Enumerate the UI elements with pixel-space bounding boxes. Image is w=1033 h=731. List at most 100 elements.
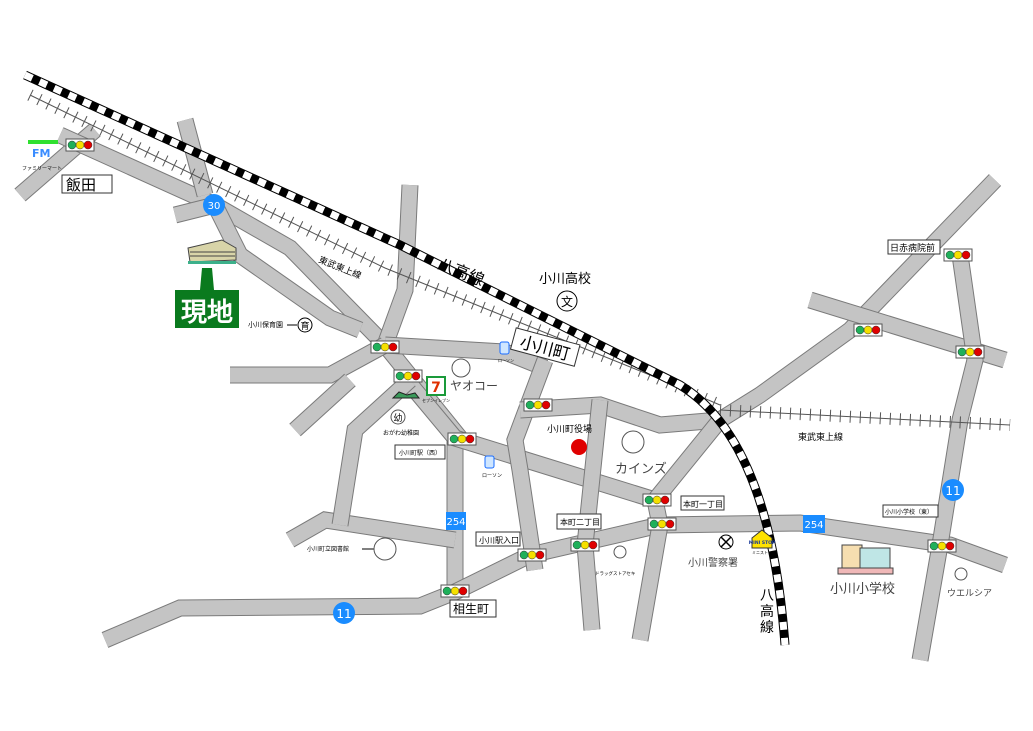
tobu-tojo-line-track-east <box>719 409 1011 426</box>
seven-eleven-label: セブンイレブン <box>422 397 450 403</box>
iida-label: 飯田 <box>66 176 96 194</box>
hachiko-line-label-v2: 高 <box>760 603 774 620</box>
traffic-signal-icon <box>647 517 677 531</box>
route-30-badge <box>203 194 225 216</box>
traffic-signal-icon <box>927 539 957 553</box>
tobu-tojo-line-label-east: 東武東上線 <box>798 431 843 443</box>
yaoko-icon <box>451 358 471 378</box>
honcho-2-label: 本町二丁目 <box>560 517 600 527</box>
traffic-signal-icon <box>853 323 883 337</box>
familymart-logo: FM <box>32 147 50 160</box>
road-segment <box>289 374 356 436</box>
road-segment <box>377 184 418 348</box>
route-11-badge-east <box>942 479 964 501</box>
drugstore-icon <box>613 545 627 559</box>
road-segment <box>912 253 983 662</box>
route-11-label-east: 11 <box>945 484 960 498</box>
hachiko-line-label: 八高線 <box>436 254 488 290</box>
ministop-icon <box>751 529 773 549</box>
library-icon <box>373 537 397 561</box>
familymart-label: ファミリーマート <box>22 166 62 172</box>
route-11-label: 11 <box>336 607 351 621</box>
lawson-icon <box>484 455 495 469</box>
hachiko-line-track <box>23 70 790 646</box>
lawson-icon <box>499 341 510 355</box>
road-segment <box>177 118 213 197</box>
lawson-label-1: ローソン <box>498 358 514 363</box>
ogawa-nursery-label: 小川保育園 <box>248 320 283 329</box>
traffic-signal-icon <box>65 138 95 152</box>
welcia-label: ウエルシア <box>947 588 992 599</box>
traffic-signal-icon <box>523 398 553 412</box>
ogawa-kindergarten-label: おがわ幼稚園 <box>383 429 419 437</box>
station-west-box <box>394 444 446 460</box>
aioicho-label: 相生町 <box>453 602 489 616</box>
route-254-badge-east <box>803 515 825 533</box>
familymart-stripe <box>28 140 58 144</box>
park-icon <box>391 391 421 399</box>
apartment-building-icon <box>187 239 237 264</box>
route-11-badge <box>333 602 355 624</box>
current-location-box <box>175 290 239 328</box>
kindergarten-symbol: 幼 <box>393 412 402 424</box>
kindergarten-icon <box>390 409 406 425</box>
red-cross-hospital-label: 日赤病院前 <box>890 242 935 254</box>
honcho-1-label: 本町一丁目 <box>683 499 723 509</box>
traffic-signal-icon <box>393 369 423 383</box>
railways <box>23 70 1011 646</box>
cainz-icon <box>621 430 645 454</box>
road-segment <box>208 201 363 337</box>
road-segment <box>649 174 1001 505</box>
road-segment <box>230 338 389 383</box>
lawson-label-2: ローソン <box>482 473 502 479</box>
traffic-signal-icon <box>370 340 400 354</box>
station-entrance-box <box>475 531 521 547</box>
traffic-signal-icon <box>955 345 985 359</box>
traffic-signal-icon <box>440 584 470 598</box>
route-254-label: 254 <box>446 517 465 528</box>
route-254-label-east: 254 <box>804 520 823 531</box>
ogawa-elementary-label: 小川小学校 <box>830 581 895 597</box>
hachiko-line-label-v3: 線 <box>760 620 774 636</box>
nursery-symbol: 育 <box>300 320 309 332</box>
road-segment <box>332 374 416 527</box>
welcia-icon <box>954 567 968 581</box>
seven-eleven-glyph: 7 <box>431 380 441 396</box>
traffic-signal-icon <box>447 432 477 446</box>
aioicho-box <box>449 599 497 618</box>
traffic-signal-icon <box>943 248 973 262</box>
ogawa-elem-east-label: 小川小学校（東） <box>885 508 933 516</box>
elem-east-box <box>882 504 939 518</box>
cainz-label: カインズ <box>615 461 667 477</box>
honcho-2-box <box>556 513 602 530</box>
roads <box>14 117 1008 662</box>
road-segment <box>519 397 721 433</box>
police-cross <box>720 536 732 548</box>
ogawa-high-school-label: 小川高校 <box>539 271 591 287</box>
police-label: 小川警察署 <box>688 556 738 569</box>
station-box <box>509 327 581 367</box>
traffic-signal-icon <box>642 493 672 507</box>
ogawa-library-label: 小川町立図書館 <box>307 545 349 553</box>
current-location-label: 現地 <box>181 298 233 328</box>
traffic-signals <box>65 138 985 598</box>
ogawa-station-west-label: 小川町駅（西） <box>399 449 441 457</box>
school-icon <box>556 290 578 312</box>
town-hall-label: 小川町役場 <box>547 423 592 435</box>
yaoko-label: ヤオコー <box>450 379 498 393</box>
hospital-box <box>887 239 941 255</box>
honcho-1-box <box>680 495 725 511</box>
nursery-icon <box>297 317 313 333</box>
road-segment <box>286 512 457 548</box>
ogawa-station-entrance-label: 小川駅入口 <box>479 536 519 545</box>
ministop-logo: MINI STOP <box>749 540 776 546</box>
traffic-signal-icon <box>517 548 547 562</box>
route-30-label: 30 <box>208 201 221 212</box>
ministop-label: ミニストップ <box>752 549 776 555</box>
iida-box <box>61 174 113 194</box>
traffic-signal-icon <box>570 538 600 552</box>
drugstore-label: ドラッグストアセキ <box>595 570 636 577</box>
school-symbol: 文 <box>561 294 573 309</box>
